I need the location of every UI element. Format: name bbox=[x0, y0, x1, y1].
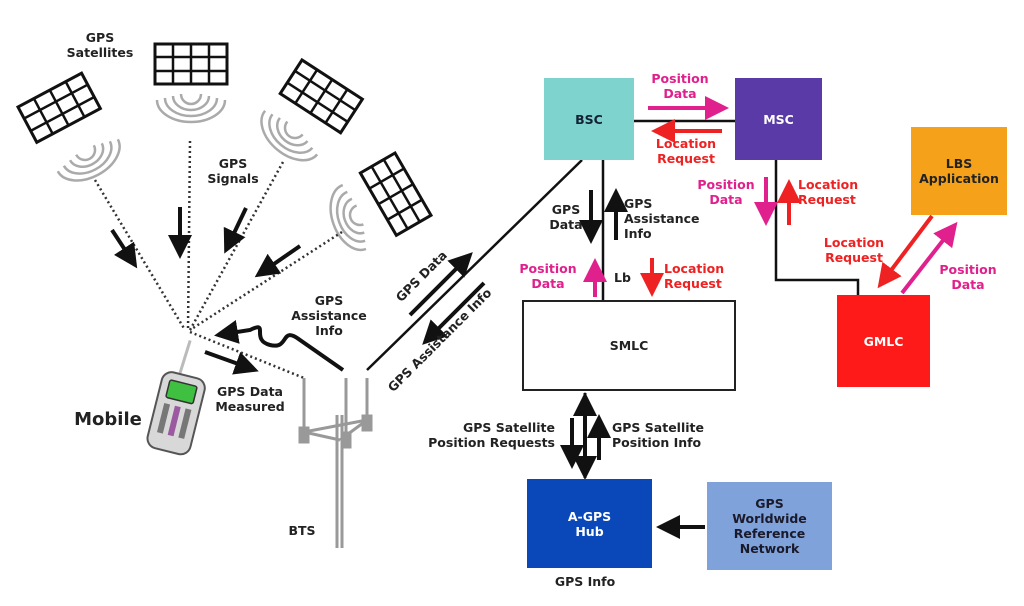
sat-position-requests-label: GPS Satellite Position Requests bbox=[428, 420, 555, 450]
reference-network-node: GPS Worldwide Reference Network bbox=[707, 482, 832, 570]
lbs-position-data-label: Position Data bbox=[939, 262, 997, 292]
bts-label: BTS bbox=[288, 523, 316, 538]
bsc-msc-position-data-label: Position Data bbox=[651, 71, 709, 101]
satellite-icon bbox=[358, 151, 433, 237]
bsc-node: BSC bbox=[544, 78, 634, 160]
smlc-node: SMLC bbox=[522, 300, 736, 391]
gps-assistance-info-label: GPS Assistance Info bbox=[291, 293, 367, 338]
assistance-info-link bbox=[214, 320, 345, 372]
satellite-icon bbox=[278, 58, 364, 135]
lb-location-request-label: Location Request bbox=[664, 261, 725, 291]
signal-waves-icon bbox=[155, 92, 227, 124]
bts-bsc-link bbox=[366, 159, 583, 371]
satellite-icon bbox=[153, 42, 229, 86]
msc-location-request-label: Location Request bbox=[798, 177, 859, 207]
gps-data-measured-arrow bbox=[204, 350, 259, 375]
msc-position-data-label: Position Data bbox=[697, 177, 755, 207]
bsc-msc-location-request-label: Location Request bbox=[655, 136, 717, 166]
gps-satellites-label: GPS Satellites bbox=[66, 30, 134, 60]
lbs-position-data-arrow bbox=[900, 221, 958, 295]
mobile-label: Mobile bbox=[74, 409, 142, 430]
msc-node: MSC bbox=[735, 78, 822, 160]
lb-gps-assistance-info-label: GPS Assistance Info bbox=[624, 196, 700, 241]
sat-position-info-label: GPS Satellite Position Info bbox=[612, 420, 704, 450]
signal-waves-icon bbox=[320, 181, 373, 258]
bts-tower-icon bbox=[298, 378, 373, 548]
lbs-location-request-arrow bbox=[877, 214, 934, 289]
gps-signals-label: GPS Signals bbox=[207, 156, 259, 186]
gps-data-measured-label: GPS Data Measured bbox=[215, 384, 285, 414]
lbs-location-request-label: Location Request bbox=[823, 235, 885, 265]
lb-interface-label: Lb bbox=[614, 270, 631, 285]
gps-assistance-info-arrow bbox=[422, 281, 486, 345]
gps-info-label: GPS Info bbox=[554, 574, 616, 589]
mobile-phone-icon bbox=[146, 340, 206, 456]
agps-hub-node: A-GPS Hub bbox=[527, 479, 652, 568]
gps-data-arrow bbox=[408, 252, 473, 317]
lb-position-data-label: Position Data bbox=[519, 261, 577, 291]
gps-signal-arrows bbox=[110, 207, 302, 278]
gmlc-node: GMLC bbox=[837, 295, 930, 387]
lbs-application-node: LBS Application bbox=[911, 127, 1007, 215]
signal-waves-icon bbox=[53, 132, 130, 192]
lb-gps-data-label: GPS Data bbox=[549, 202, 583, 232]
satellite-icon bbox=[16, 71, 102, 144]
